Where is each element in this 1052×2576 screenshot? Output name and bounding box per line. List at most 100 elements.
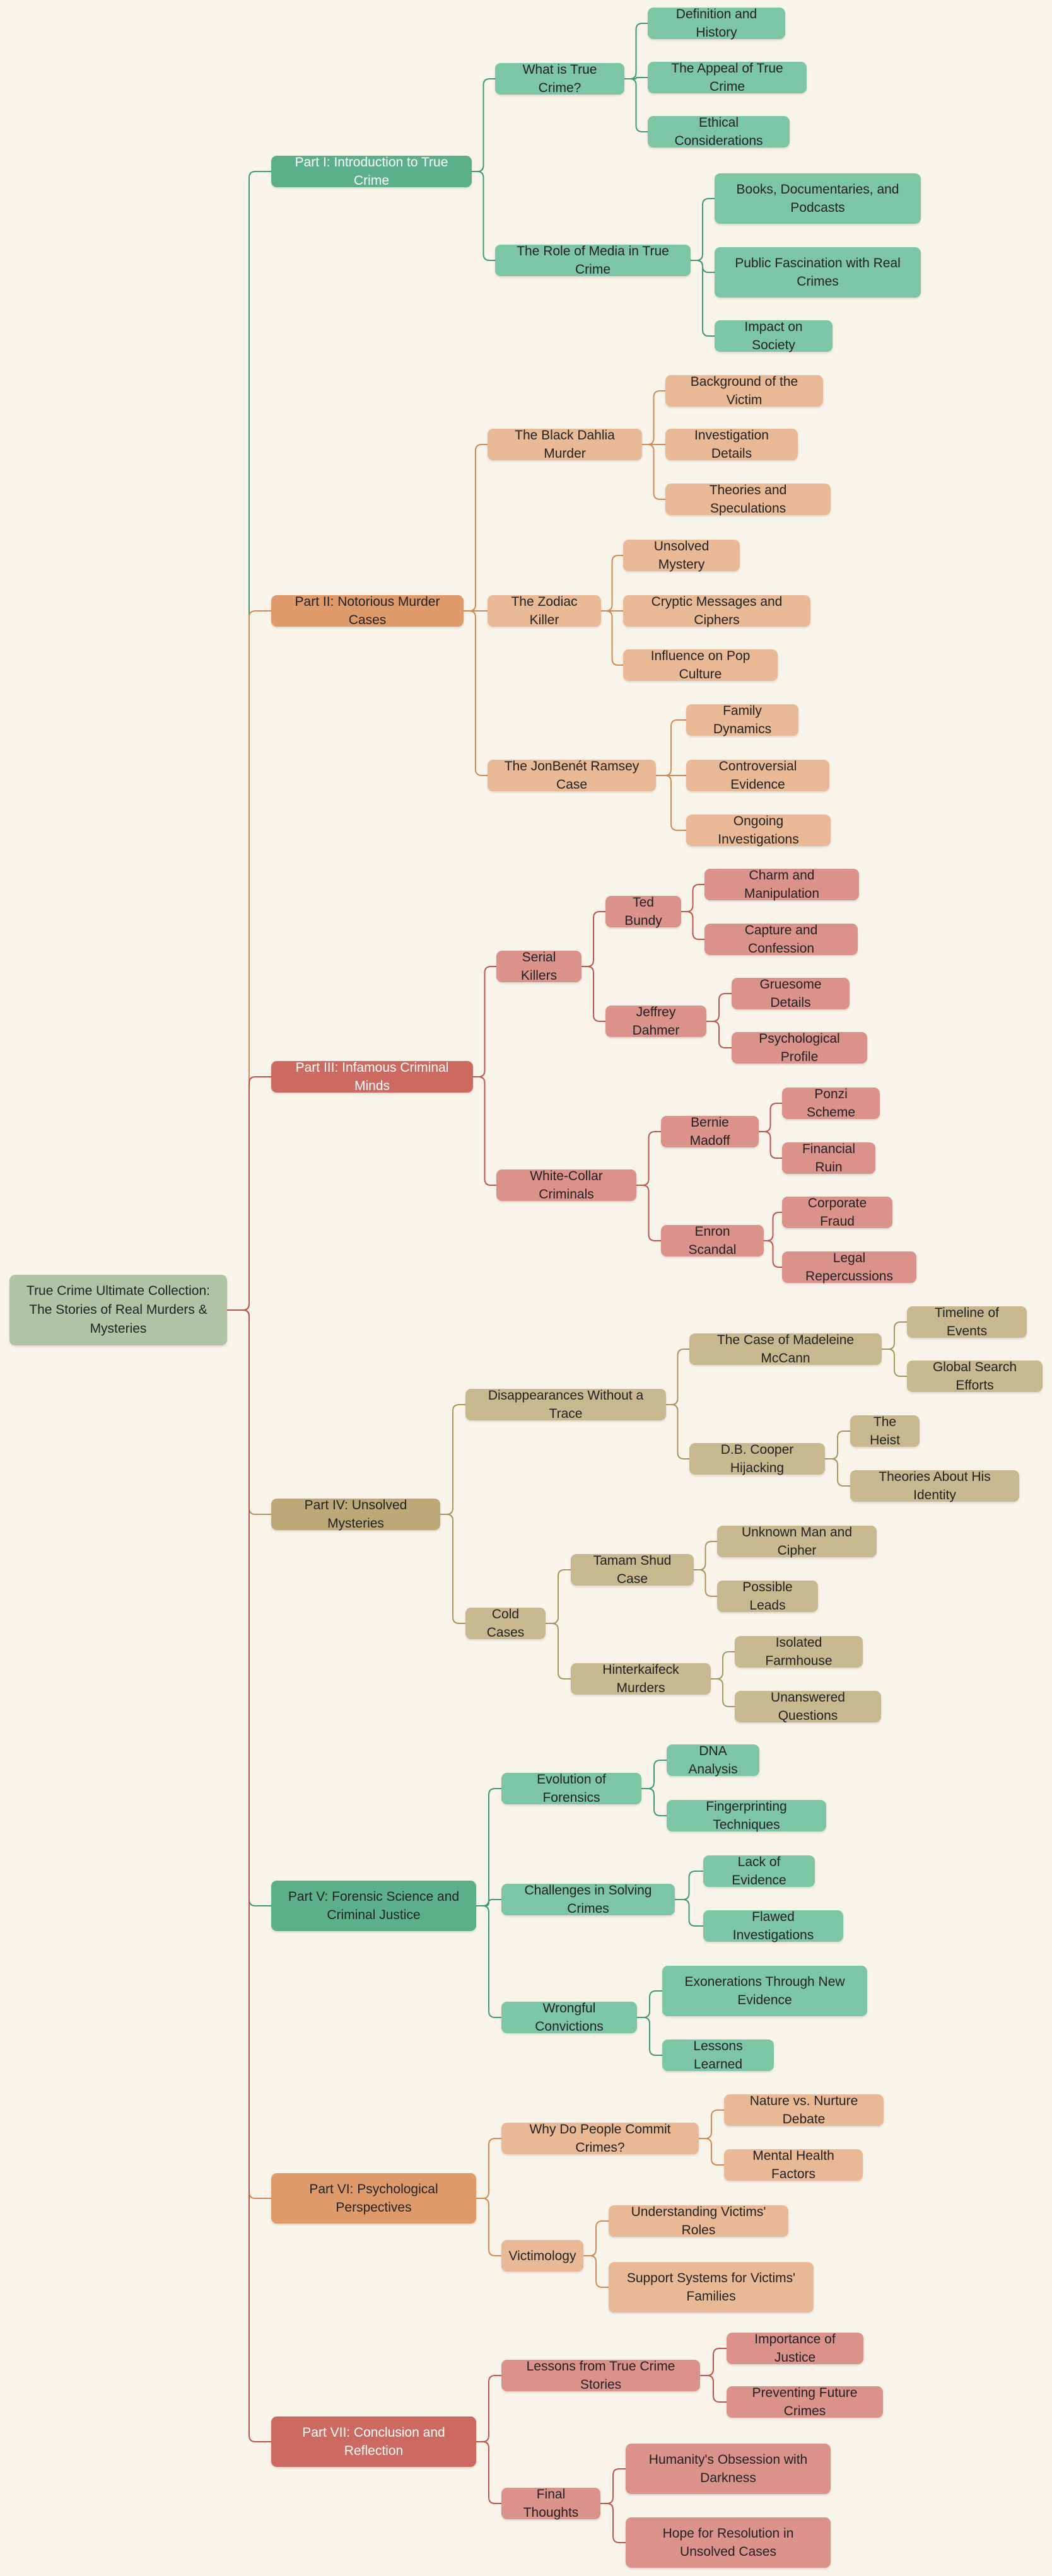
node-label: The Appeal of True Crime: [671, 61, 783, 94]
connector-line: [583, 2255, 609, 2288]
connector-line: [764, 1240, 782, 1268]
connector-line: [699, 2109, 724, 2139]
node-label: D.B. Cooper Hijacking: [720, 1442, 794, 1475]
connector-line: [582, 911, 605, 967]
node-part-vi-psychological-perspectives: Part VI: Psychological Perspectives: [271, 2173, 476, 2224]
connector-line: [675, 1871, 703, 1900]
connector-line: [624, 23, 648, 79]
node-the-zodiac-killer: The Zodiac Killer: [488, 595, 601, 627]
connector-line: [691, 198, 715, 261]
node-label: Enron Scandal: [688, 1224, 737, 1257]
node-label: Capture and Confession: [744, 923, 818, 956]
connector-line: [825, 1458, 850, 1487]
node-label: Hope for Resolution in Unsolved Cases: [662, 2526, 794, 2559]
node-label: Investigation Details: [694, 428, 769, 461]
node-enron-scandal: Enron Scandal: [661, 1224, 764, 1257]
node-label: Challenges in Solving Crimes: [524, 1883, 652, 1916]
node-label: Ongoing Investigations: [718, 814, 799, 847]
node-label: The Heist: [870, 1415, 900, 1448]
node-label: Final Thoughts: [523, 2487, 579, 2520]
node-part-iii-infamous-criminal-minds: Part III: Infamous Criminal Minds: [271, 1060, 473, 1093]
node-nature-vs-nurture-debate: Nature vs. Nurture Debate: [724, 2094, 884, 2126]
connector-line: [472, 171, 495, 261]
node-hope-for-resolution-in-unsolved-cases: Hope for Resolution in Unsolved Cases: [626, 2517, 831, 2568]
node-label: Unknown Man and Cipher: [741, 1525, 853, 1558]
node-label: Theories and Speculations: [709, 483, 787, 516]
connector-line: [476, 1899, 501, 1906]
node-label: Part III: Infamous Criminal Minds: [295, 1060, 449, 1093]
connector-line: [882, 1321, 907, 1350]
node-label: The Role of Media in True Crime: [517, 244, 669, 277]
node-charm-and-manipulation: Charm and Manipulation: [704, 868, 859, 901]
node-label: DNA Analysis: [688, 1744, 738, 1777]
node-label: Family Dynamics: [713, 704, 772, 736]
connector-line: [601, 610, 623, 666]
node-label: Disappearances Without a Trace: [488, 1388, 644, 1421]
node-label: Ponzi Scheme: [806, 1087, 856, 1120]
connector-line: [636, 1185, 661, 1241]
node-label: White-Collar Criminals: [530, 1169, 603, 1202]
node-label: What is True Crime?: [522, 62, 597, 95]
node-why-do-people-commit-crimes: Why Do People Commit Crimes?: [501, 2122, 699, 2155]
connector-line: [882, 1349, 907, 1377]
node-label: The Case of Madeleine McCann: [716, 1333, 855, 1366]
connector-line: [700, 2375, 727, 2403]
node-label: Mental Health Factors: [752, 2149, 834, 2181]
node-label: Evolution of Forensics: [537, 1772, 606, 1805]
connector-line: [476, 2198, 501, 2256]
node-fingerprinting-techniques: Fingerprinting Techniques: [667, 1799, 826, 1832]
node-theories-and-speculations: Theories and Speculations: [665, 483, 831, 516]
node-the-case-of-madeleine-mccann: The Case of Madeleine McCann: [689, 1333, 882, 1366]
node-label: Global Search Efforts: [932, 1360, 1017, 1393]
connector-line: [473, 966, 496, 1077]
node-humanity-s-obsession-with-darkness: Humanity's Obsession with Darkness: [626, 2444, 831, 2494]
node-label: Hinterkaifeck Murders: [602, 1662, 679, 1695]
node-label: Part V: Forensic Science and Criminal Ju…: [288, 1889, 460, 1922]
connector-line: [641, 1760, 667, 1789]
connector-line: [476, 2138, 501, 2199]
node-label: The Zodiac Killer: [511, 595, 578, 627]
node-label: Part IV: Unsolved Mysteries: [304, 1498, 407, 1531]
node-label: Public Fascination with Real Crimes: [735, 256, 901, 289]
connector-line: [624, 77, 648, 79]
node-label: Cryptic Messages and Ciphers: [651, 595, 783, 627]
connector-line: [642, 444, 665, 500]
node-dna-analysis: DNA Analysis: [667, 1744, 759, 1777]
node-label: Cold Cases: [486, 1607, 525, 1640]
node-label: Corporate Fraud: [807, 1196, 867, 1229]
connector-line: [642, 390, 665, 445]
node-part-i-introduction-to-true-crime: Part I: Introduction to True Crime: [271, 155, 472, 188]
node-influence-on-pop-culture: Influence on Pop Culture: [623, 649, 778, 682]
node-label: Lessons from True Crime Stories: [526, 2359, 675, 2392]
node-label: Impact on Society: [744, 320, 803, 352]
node-preventing-future-crimes: Preventing Future Crimes: [727, 2386, 883, 2418]
node-label: Humanity's Obsession with Darkness: [648, 2452, 808, 2485]
node-hinterkaifeck-murders: Hinterkaifeck Murders: [571, 1662, 711, 1695]
connector-line: [582, 966, 605, 1022]
connector-line: [637, 2017, 662, 2056]
node-part-v-forensic-science-and-criminal-justice: Part V: Forensic Science and Criminal Ju…: [271, 1881, 476, 1931]
node-label: The Black Dahlia Murder: [515, 428, 615, 461]
node-label: Background of the Victim: [690, 374, 798, 407]
connector-line: [636, 1131, 661, 1186]
connector-line: [691, 260, 715, 337]
node-support-systems-for-victims-families: Support Systems for Victims' Families: [609, 2262, 814, 2312]
node-challenges-in-solving-crimes: Challenges in Solving Crimes: [501, 1883, 675, 1916]
connector-line: [601, 555, 623, 612]
node-label: Financial Ruin: [802, 1142, 856, 1175]
node-unsolved-mystery: Unsolved Mystery: [623, 539, 740, 572]
connector-line: [476, 1905, 501, 2018]
node-books-documentaries-and-podcasts: Books, Documentaries, and Podcasts: [715, 173, 921, 224]
node-theories-about-his-identity: Theories About His Identity: [850, 1470, 1019, 1502]
node-ted-bundy: Ted Bundy: [605, 895, 681, 928]
node-label: Serial Killers: [520, 950, 558, 983]
node-public-fascination-with-real-crimes: Public Fascination with Real Crimes: [715, 247, 921, 298]
node-flawed-investigations: Flawed Investigations: [703, 1910, 843, 1942]
connector-line: [681, 911, 704, 940]
node-label: Possible Leads: [742, 1580, 793, 1613]
node-the-jonben-t-ramsey-case: The JonBenét Ramsey Case: [488, 759, 656, 792]
node-label: Part VII: Conclusion and Reflection: [302, 2425, 445, 2458]
root-node: True Crime Ultimate Collection: The Stor…: [9, 1275, 227, 1345]
node-label: Preventing Future Crimes: [752, 2386, 858, 2418]
